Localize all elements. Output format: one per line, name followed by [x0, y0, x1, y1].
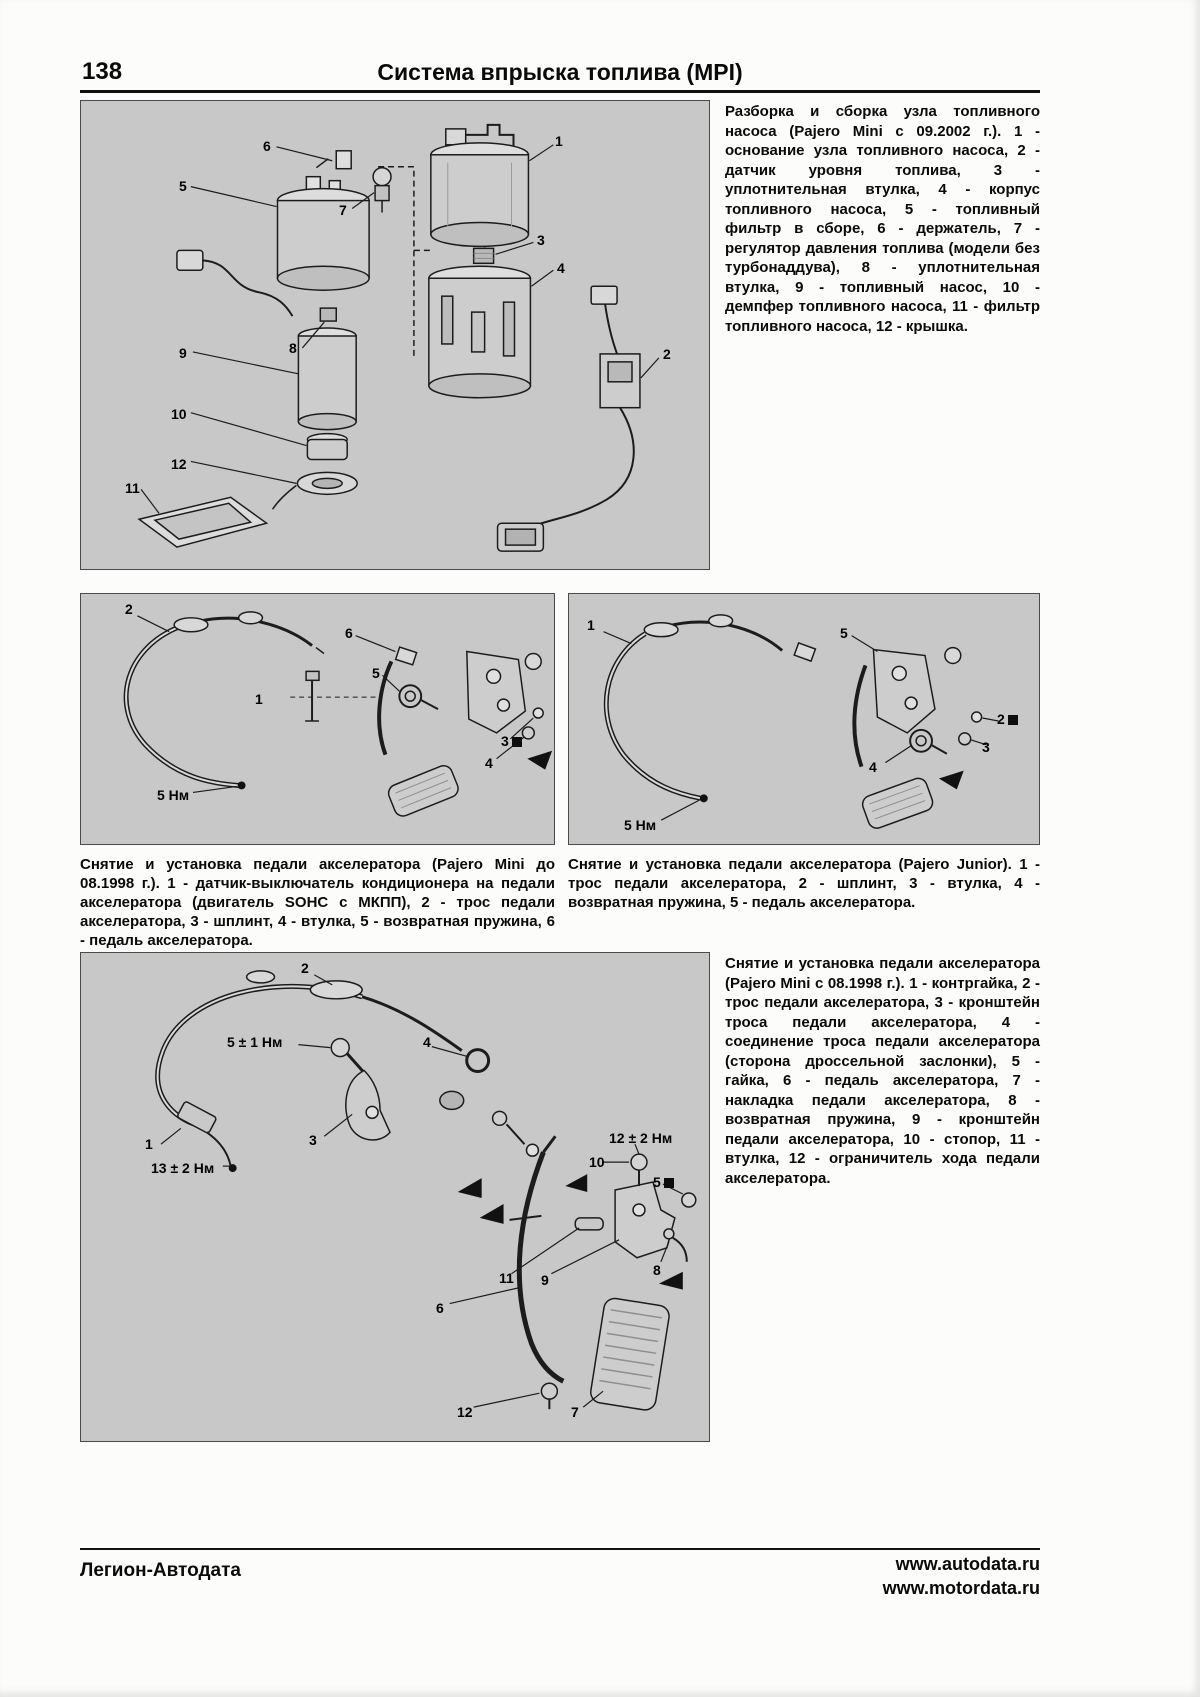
fuel-pump-label-5: 5: [179, 178, 187, 194]
pedal-new-drawing: [155, 970, 697, 1411]
pedal-junior-label-2-text: 2: [997, 711, 1005, 727]
pedal-new-label-4: 4: [423, 1034, 431, 1050]
fuel-pump-label-11: 11: [125, 480, 140, 496]
pedal-new-label-5-text: 5: [653, 1174, 661, 1190]
pedal-new-label-12: 12: [457, 1404, 473, 1420]
pedal-old-drawing: [123, 611, 553, 817]
pedal-new-diagram-panel: 2 5 ± 1 Нм 4 3 1 13 ± 2 Нм 12 ± 2 Нм 10 …: [80, 952, 710, 1442]
fuel-pump-label-8: 8: [289, 340, 297, 356]
pedal-new-label-8: 8: [653, 1262, 661, 1278]
pedal-new-torque-bracket-label: 12 ± 2 Нм: [609, 1130, 673, 1146]
pedal-new-torque-cable-label: 5 ± 1 Нм: [227, 1034, 283, 1050]
pedal-old-label-2: 2: [125, 601, 133, 617]
header-rule: [80, 90, 1040, 93]
pedal-junior-torque-label: 5 Нм: [624, 817, 657, 833]
pedal-new-label-1: 1: [145, 1136, 153, 1152]
footer-site-motordata: www.motordata.ru: [882, 1578, 1040, 1599]
pedal-old-label-3: 3: [501, 734, 522, 748]
pedal-junior-label-2: 2: [997, 712, 1018, 726]
pedal-old-label-4: 4: [485, 755, 493, 771]
non-reusable-part-icon: [1007, 715, 1018, 725]
fuel-pump-caption: Разборка и сборка узла топливного насоса…: [725, 103, 1040, 335]
pedal-old-label-6: 6: [345, 625, 353, 641]
footer-rule: [80, 1548, 1040, 1550]
pedal-old-torque-label: 5 Нм: [157, 787, 190, 803]
fuel-pump-label-4: 4: [557, 260, 565, 276]
pedal-old-diagram-panel: 2 6 5 1 3 4 5 Нм: [80, 593, 555, 845]
pedal-new-label-11: 11: [499, 1270, 514, 1286]
fuel-pump-label-10: 10: [171, 406, 187, 422]
pedal-junior-drawing: [603, 614, 999, 829]
non-reusable-part-icon: [511, 737, 522, 747]
pedal-junior-label-1: 1: [587, 617, 595, 633]
pedal-junior-label-4: 4: [869, 759, 877, 775]
pedal-new-label-5: 5: [653, 1175, 674, 1189]
pedal-old-label-1: 1: [255, 691, 263, 707]
non-reusable-part-icon: [663, 1178, 674, 1188]
pedal-new-label-2: 2: [301, 960, 309, 976]
pedal-junior-caption: Снятие и установка педали акселератора (…: [568, 856, 1040, 912]
fuel-pump-diagram-panel: 6 5 7 1 3 4 8 9 2 10 12 11: [80, 100, 710, 570]
pedal-junior-diagram-panel: 1 5 2 3 4 5 Нм: [568, 593, 1040, 845]
footer-site-autodata: www.autodata.ru: [895, 1554, 1040, 1574]
fuel-pump-drawing: [137, 123, 660, 552]
pedal-old-label-3-text: 3: [501, 733, 509, 749]
pedal-new-caption: Снятие и установка педали акселератора (…: [725, 955, 1040, 1187]
fuel-pump-label-9: 9: [179, 345, 187, 361]
fuel-pump-label-7: 7: [339, 202, 347, 218]
pedal-new-label-7: 7: [571, 1404, 579, 1420]
pedal-junior-label-3: 3: [982, 739, 990, 755]
fuel-pump-label-1: 1: [555, 133, 563, 149]
pedal-junior-label-5: 5: [840, 625, 848, 641]
page-number: 138: [82, 58, 123, 85]
footer-websites: www.autodata.ru www.motordata.ru: [883, 1552, 1040, 1601]
fuel-pump-label-12: 12: [171, 456, 187, 472]
pedal-new-label-10: 10: [589, 1154, 605, 1170]
fuel-pump-label-6: 6: [263, 138, 271, 154]
pedal-new-label-9: 9: [541, 1272, 549, 1288]
footer-publisher: Легион-Автодата: [80, 1560, 241, 1581]
pedal-old-label-5: 5: [372, 665, 380, 681]
pedal-new-label-3: 3: [309, 1132, 317, 1148]
fuel-pump-label-3: 3: [537, 232, 545, 248]
pedal-old-caption: Снятие и установка педали акселератора (…: [80, 856, 555, 950]
fuel-pump-label-2: 2: [663, 346, 671, 362]
pedal-new-label-6: 6: [436, 1300, 444, 1316]
pedal-new-torque-locknut-label: 13 ± 2 Нм: [151, 1160, 215, 1176]
page-title: Система впрыска топлива (MPI): [377, 59, 743, 85]
